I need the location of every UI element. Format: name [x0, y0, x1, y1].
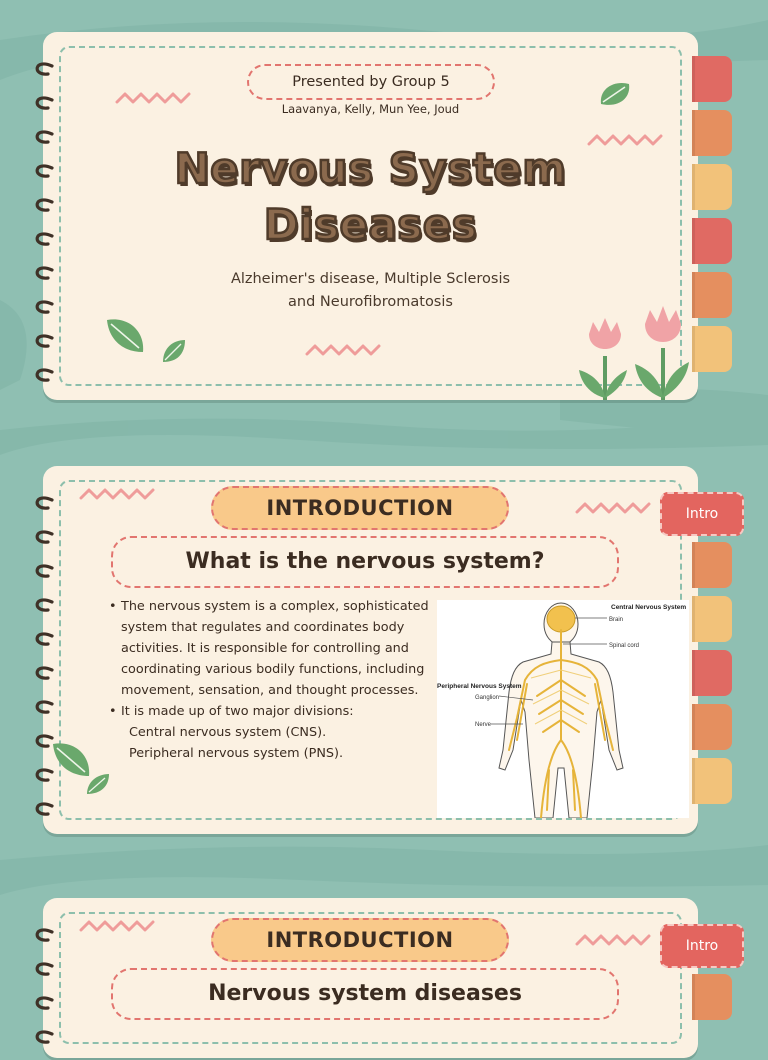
side-tab[interactable]	[692, 650, 732, 696]
side-tab[interactable]	[692, 110, 732, 156]
slide-card	[43, 32, 698, 400]
side-tabs	[692, 542, 732, 812]
label-nerve: Nerve	[475, 722, 492, 728]
bullet-item: The nervous system is a complex, sophist…	[109, 596, 449, 701]
intro-tab[interactable]: Intro	[660, 492, 744, 536]
section-heading-text: INTRODUCTION	[266, 496, 454, 520]
intro-tab-label: Intro	[685, 938, 719, 954]
side-tab[interactable]	[692, 272, 732, 318]
division-item: Central nervous system (CNS).	[129, 725, 327, 740]
side-tab[interactable]	[692, 326, 732, 372]
leaf-icon	[107, 319, 144, 352]
zigzag-doodle-icon	[79, 488, 155, 500]
subtitle-line-2: and Neurofibromatosis	[288, 294, 453, 310]
label-ganglion: Ganglion	[475, 695, 499, 701]
zigzag-doodle-icon	[575, 934, 651, 946]
introduction-slide: Intro INTRODUCTION What is the nervous s…	[35, 466, 744, 834]
members-text: Laavanya, Kelly, Mun Yee, Joud	[281, 102, 460, 116]
title-slide: Presented by Group 5 Laavanya, Kelly, Mu…	[35, 32, 732, 400]
question-pill: Nervous system diseases	[111, 968, 619, 1020]
side-tab[interactable]	[692, 596, 732, 642]
question-text: What is the nervous system?	[185, 549, 545, 574]
introduction-slide-2: Intro INTRODUCTION Nervous system diseas…	[35, 898, 744, 1058]
spiral-ring-icon	[35, 928, 54, 1044]
leaf-icon	[53, 743, 90, 776]
presenter-label: Presented by Group 5	[292, 74, 450, 90]
leaf-icon	[87, 774, 109, 794]
spiral-ring-icon	[35, 496, 54, 816]
side-tab[interactable]	[692, 56, 732, 102]
side-tab[interactable]	[692, 218, 732, 264]
label-peripheral-nervous-system: Peripheral Nervous System	[437, 683, 522, 690]
side-tab[interactable]	[692, 758, 732, 804]
title-line-2: Diseases	[262, 199, 478, 251]
side-tab[interactable]	[692, 704, 732, 750]
intro-tab[interactable]: Intro	[660, 924, 744, 968]
bullet-list: The nervous system is a complex, sophist…	[103, 596, 449, 764]
zigzag-doodle-icon	[587, 134, 663, 146]
section-heading-text: INTRODUCTION	[266, 928, 454, 952]
intro-tab-label: Intro	[685, 506, 719, 522]
side-tab[interactable]	[692, 974, 732, 1020]
presenter-pill: Presented by Group 5	[247, 64, 495, 100]
question-text: Nervous system diseases	[208, 981, 522, 1006]
label-brain: Brain	[609, 617, 623, 623]
label-spinal-cord: Spinal cord	[609, 643, 639, 649]
side-tab[interactable]	[692, 164, 732, 210]
division-item: Peripheral nervous system (PNS).	[129, 746, 344, 761]
spiral-ring-icon	[35, 62, 54, 382]
section-heading: INTRODUCTION	[211, 918, 509, 962]
tulip-icon	[579, 306, 689, 400]
title-line-1: Nervous System	[173, 143, 567, 195]
side-tab[interactable]	[692, 542, 732, 588]
zigzag-doodle-icon	[305, 344, 381, 356]
nervous-system-diagram: Central Nervous System Brain Spinal cord…	[437, 600, 689, 818]
leaf-icon	[163, 340, 185, 362]
zigzag-doodle-icon	[115, 92, 191, 104]
subtitle-line-1: Alzheimer's disease, Multiple Sclerosis	[230, 271, 511, 287]
question-pill: What is the nervous system?	[111, 536, 619, 588]
section-heading: INTRODUCTION	[211, 486, 509, 530]
zigzag-doodle-icon	[575, 502, 651, 514]
bullet-item: It is made up of two major divisions:	[109, 701, 449, 722]
leaf-icon	[600, 82, 630, 105]
side-tabs	[692, 56, 732, 380]
label-central-nervous-system: Central Nervous System	[611, 604, 686, 611]
side-tabs	[692, 974, 732, 1028]
zigzag-doodle-icon	[79, 920, 155, 932]
